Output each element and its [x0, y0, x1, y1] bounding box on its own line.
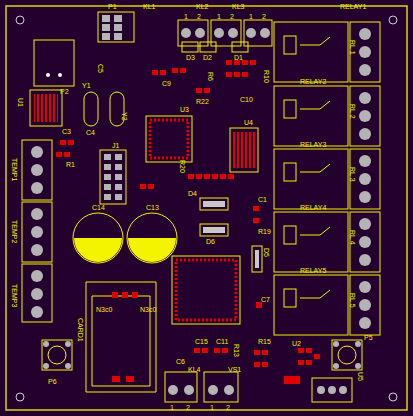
silkscreen-label: D4 [188, 190, 197, 197]
silkscreen-label: U1 [17, 98, 24, 107]
silkscreen-label: C5 [97, 64, 104, 73]
silkscreen-label: Y2 [121, 112, 128, 121]
silkscreen-label: P6 [48, 378, 57, 385]
silkscreen-label: RELAY2 [300, 78, 326, 85]
silkscreen-label: 1 [249, 13, 253, 20]
silkscreen-label: RELAY3 [300, 141, 326, 148]
silkscreen-label: KL1 [143, 3, 155, 10]
silkscreen-label: RL 1 [349, 40, 356, 55]
silkscreen-label: 2 [226, 404, 230, 411]
silkscreen-label: CARD1 [77, 318, 84, 342]
silkscreen-label: P5 [364, 334, 373, 341]
silkscreen-label: C15 [195, 338, 208, 345]
silkscreen-label: RL 4 [349, 230, 356, 245]
silkscreen-label: U2 [292, 340, 301, 347]
silkscreen-label: TEMP1 [11, 158, 18, 181]
silkscreen-label: R10 [263, 70, 270, 83]
silkscreen-label: R1 [66, 161, 75, 168]
silkscreen-label: 2 [230, 13, 234, 20]
silkscreen-label: TEMP3 [11, 284, 18, 307]
silkscreen-label: RL 3 [349, 167, 356, 182]
silkscreen-label: RELAY1 [340, 3, 366, 10]
silkscreen-label: RL 5 [349, 293, 356, 308]
silkscreen-label: C14 [92, 204, 105, 211]
silkscreen-label: C6 [176, 358, 185, 365]
silkscreen-label: D6 [206, 238, 215, 245]
silkscreen-label: R22 [196, 98, 209, 105]
silkscreen-label: C1 [258, 196, 267, 203]
silkscreen-label: 2 [186, 404, 190, 411]
silkscreen-label: C13 [146, 204, 159, 211]
silkscreen-label: 1 [210, 404, 214, 411]
silkscreen-label: R13 [233, 344, 240, 357]
silkscreen-label: C9 [162, 80, 171, 87]
silkscreen-label: 2 [262, 13, 266, 20]
silkscreen-label: 1 [170, 404, 174, 411]
silkscreen-label: C4 [86, 129, 95, 136]
silkscreen-label: U3 [180, 106, 189, 113]
silkscreen-label: 1 [217, 13, 221, 20]
silkscreen-label: D1 [234, 54, 243, 61]
silkscreen-label: 1 [184, 13, 188, 20]
silkscreen-label: C3 [62, 128, 71, 135]
silkscreen-label: P1 [108, 3, 117, 10]
silkscreen-label: Y1 [82, 82, 91, 89]
silkscreen-label: RL 2 [349, 104, 356, 119]
silkscreen-label: C10 [240, 96, 253, 103]
silkscreen-label: VS1 [228, 366, 241, 373]
silkscreen-label: KL4 [188, 366, 200, 373]
silkscreen-label: N3c0 [140, 306, 156, 313]
silkscreen-label: P2 [60, 88, 69, 95]
silkscreen-label: D2 [203, 54, 212, 61]
silkscreen-label: U5 [357, 372, 364, 381]
silkscreen-label: U4 [244, 119, 253, 126]
silkscreen-label: R20 [179, 160, 186, 173]
silkscreen-label: C7 [261, 296, 270, 303]
silkscreen-label: C11 [216, 338, 228, 345]
silkscreen-label: R6 [207, 72, 214, 81]
silkscreen-label: 2 [197, 13, 201, 20]
silkscreen-label: RELAY5 [300, 267, 326, 274]
silkscreen-label: D3 [186, 54, 195, 61]
silkscreen-label: KL2 [196, 3, 208, 10]
silkscreen-label: KL3 [232, 3, 244, 10]
silkscreen-label: R15 [258, 338, 271, 345]
silkscreen-label: D5 [263, 248, 270, 257]
silkscreen-label: R19 [258, 228, 271, 235]
silkscreen-label: J1 [112, 142, 119, 149]
silkscreen-label: RELAY4 [300, 204, 326, 211]
silkscreen-label: TEMP2 [11, 220, 18, 243]
silkscreen-label: N3c0 [96, 306, 112, 313]
